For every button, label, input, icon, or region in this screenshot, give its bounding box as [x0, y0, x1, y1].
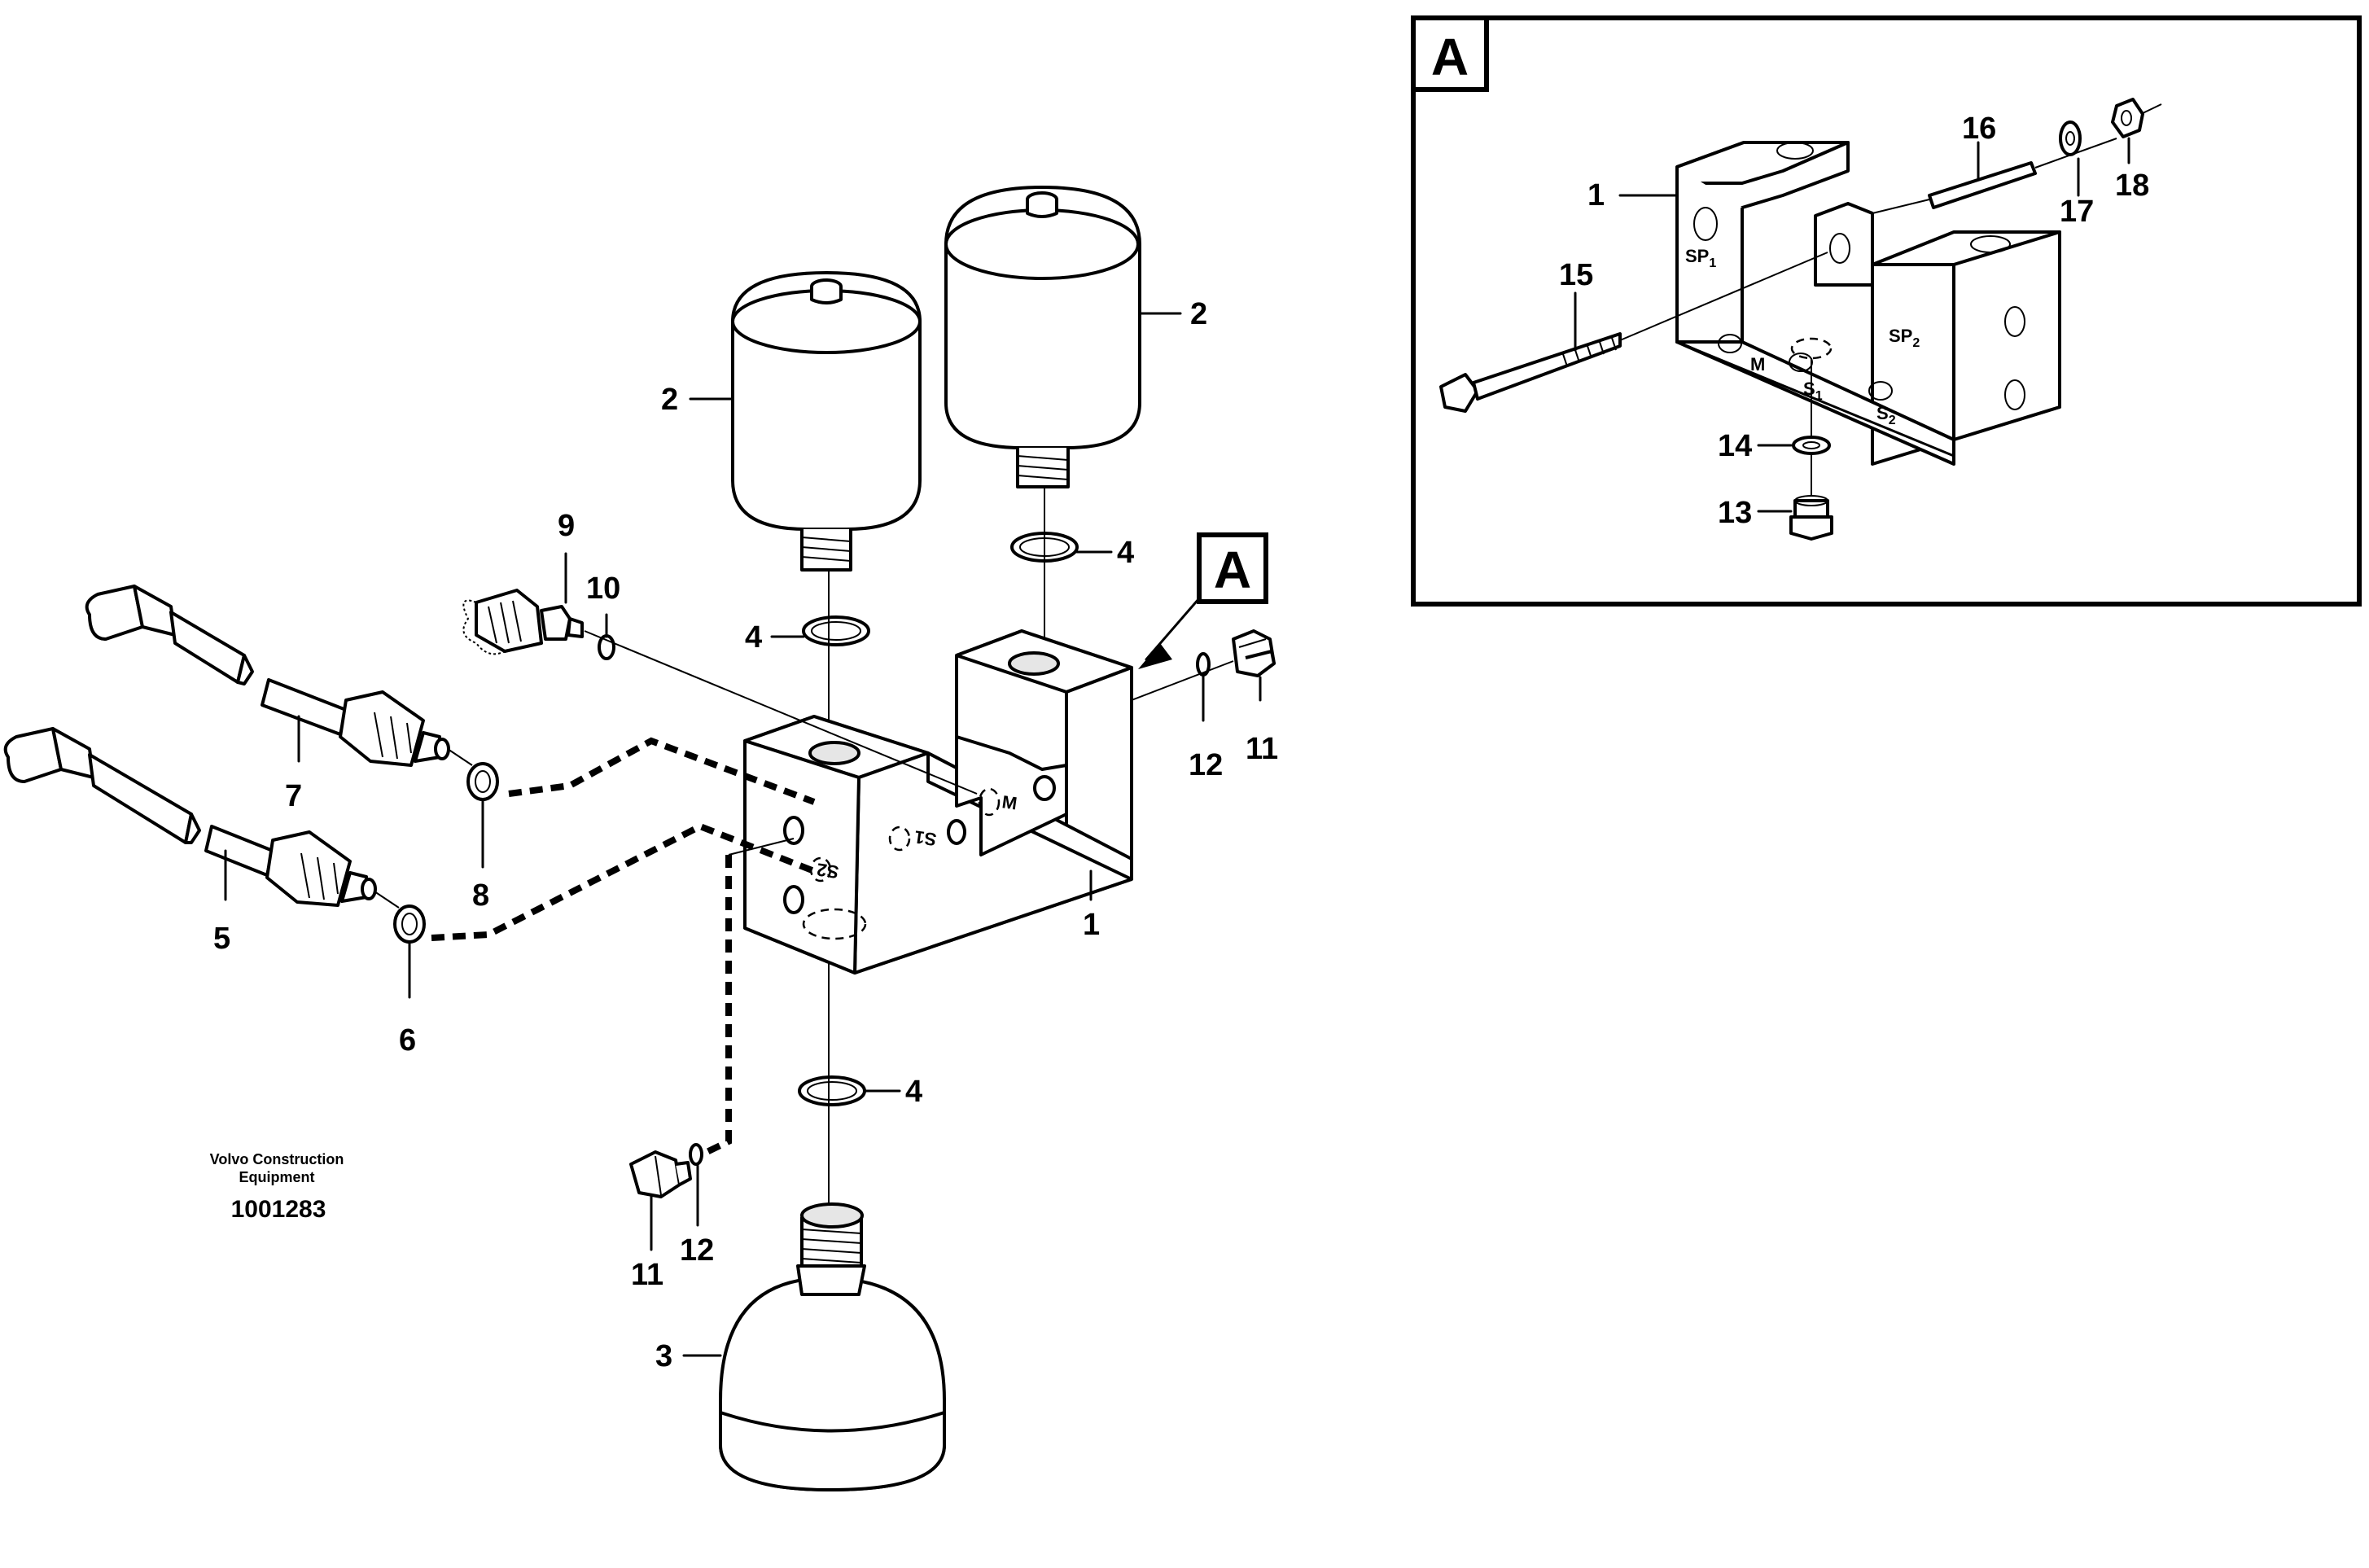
seal-12-left: [689, 1143, 703, 1166]
inset-valve-block: SP1 SP2 M S1 S2: [1675, 141, 2061, 466]
label-17: 17: [2060, 195, 2094, 229]
hose-7: [85, 585, 473, 767]
port-m-main-label: M: [1001, 791, 1018, 813]
svg-text:A: A: [1214, 541, 1251, 599]
washer-17: [2059, 120, 2082, 156]
brand-line-1: Volvo Construction: [210, 1151, 344, 1167]
inset-callout-letter: A: [1431, 28, 1469, 86]
label-18: 18: [2115, 169, 2149, 203]
label-1-inset: 1: [1587, 178, 1605, 212]
label-12-right: 12: [1189, 748, 1223, 782]
plug-13: [1789, 495, 1833, 541]
label-11-left: 11: [631, 1258, 663, 1292]
plug-11-left: [629, 1150, 692, 1198]
brand-line-2: Equipment: [239, 1169, 315, 1185]
accumulator-2-right: [944, 186, 1141, 488]
inset-callout-box: [1411, 15, 1489, 92]
label-2-left: 2: [661, 383, 678, 417]
seal-6: [393, 904, 426, 944]
seal-8: [466, 762, 499, 801]
label-5: 5: [213, 922, 230, 956]
label-10: 10: [586, 572, 620, 606]
label-13: 13: [1718, 496, 1752, 530]
valve-block-1: M S1 S2: [743, 629, 1133, 975]
port-sp1-label: SP1: [1685, 246, 1716, 270]
port-m-inset-label: M: [1750, 354, 1765, 374]
label-1-main: 1: [1083, 908, 1100, 942]
port-s2-label: S2: [1876, 403, 1896, 427]
main-assembly: M S1 S2: [3, 186, 1278, 1491]
accumulator-3: [719, 1202, 946, 1491]
washer-14: [1792, 436, 1831, 455]
main-callout-a: A: [1138, 532, 1268, 669]
accumulator-2-left: [731, 271, 922, 572]
label-12-left: 12: [680, 1233, 714, 1268]
label-2-right: 2: [1190, 297, 1207, 331]
port-s2-main-label: S2: [816, 859, 840, 883]
label-4-bottom: 4: [905, 1075, 922, 1109]
plug-11-right: [1232, 629, 1276, 677]
hose-5: [3, 727, 400, 909]
label-15: 15: [1559, 258, 1593, 292]
label-9: 9: [558, 509, 575, 543]
label-3: 3: [655, 1339, 672, 1373]
port-sp2-label: SP2: [1889, 326, 1920, 350]
test-nipple-9: [462, 589, 584, 655]
port-s1-label: S1: [1803, 379, 1823, 403]
footer-credit: Volvo Construction Equipment 1001283: [210, 1151, 344, 1223]
port-s1-main-label: S1: [913, 826, 938, 850]
label-11-right: 11: [1246, 732, 1278, 766]
detail-a-inset: A SP1 SP2: [1411, 15, 2362, 607]
document-number: 1001283: [231, 1196, 326, 1223]
bolt-15: [1439, 252, 1828, 413]
nut-18: [2111, 98, 2162, 138]
label-16: 16: [1962, 112, 1996, 146]
label-8: 8: [472, 878, 489, 913]
label-6: 6: [399, 1023, 416, 1058]
label-4-right: 4: [1117, 536, 1134, 570]
label-7: 7: [285, 779, 302, 813]
label-14: 14: [1718, 429, 1752, 463]
label-4-left: 4: [745, 620, 762, 655]
